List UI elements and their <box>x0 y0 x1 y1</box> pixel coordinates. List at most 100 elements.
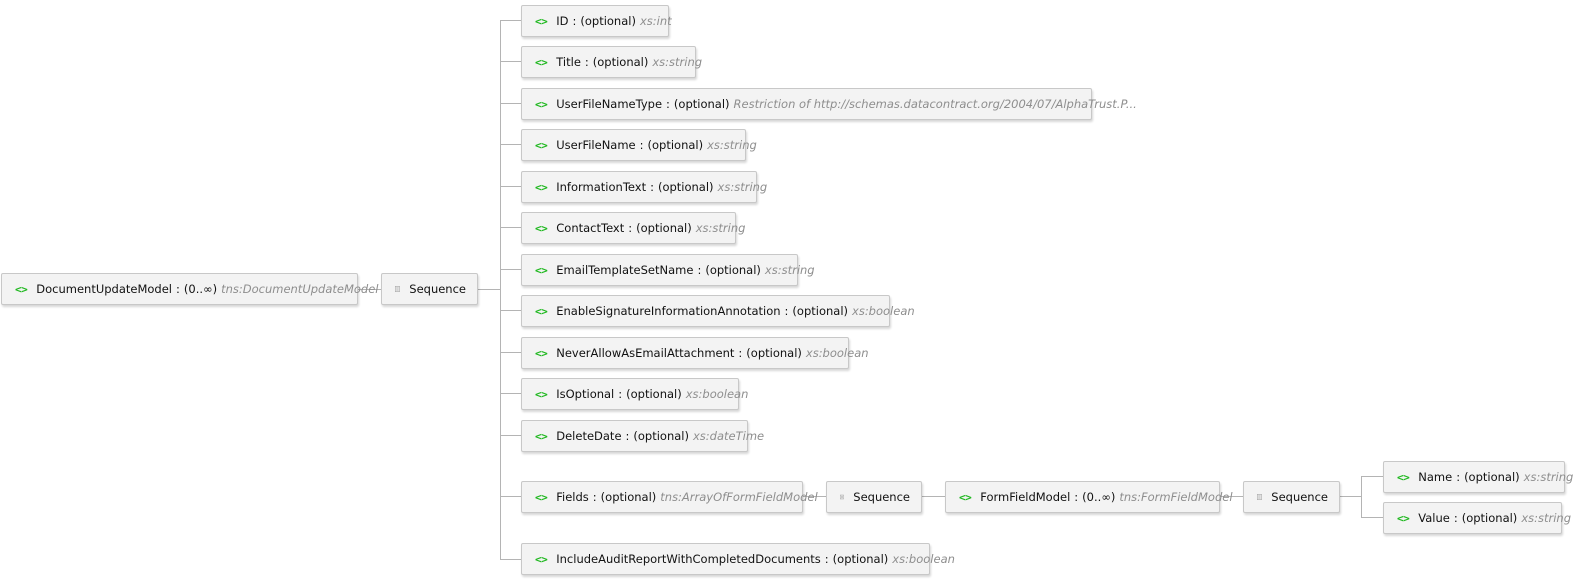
element-name: Title <box>556 55 581 69</box>
separator: : <box>1453 511 1458 525</box>
element-icon: <> <box>535 180 548 194</box>
sequence-node[interactable]: Sequence <box>381 273 478 305</box>
occurrence: (optional) <box>647 138 704 152</box>
occurrence: (optional) <box>705 263 761 277</box>
separator: : <box>1456 470 1461 484</box>
element-type: tns:ArrayOfFormFieldModel <box>660 490 818 504</box>
formfieldmodel-element-node[interactable]: <> FormFieldModel : (0..∞) tns:FormField… <box>945 481 1233 513</box>
separator: : <box>784 304 789 318</box>
element-node-userfilename[interactable]: <> UserFileName : (optional) xs:string <box>521 129 757 161</box>
occurrence: (optional) <box>1461 511 1518 525</box>
occurrence: (optional) <box>626 387 682 401</box>
occurrence: (0..∞) <box>183 282 218 296</box>
element-type: Restriction of http://schemas.datacontra… <box>733 97 1137 111</box>
element-name: EmailTemplateSetName <box>556 263 694 277</box>
sequence-label: Sequence <box>409 282 466 296</box>
element-icon: <> <box>535 14 548 28</box>
occurrence: (optional) <box>600 490 657 504</box>
separator: : <box>639 138 644 152</box>
element-name: InformationText <box>556 180 647 194</box>
separator: : <box>697 263 702 277</box>
element-name: FormFieldModel <box>980 490 1071 504</box>
element-type: xs:string <box>1521 511 1571 525</box>
element-name: DeleteDate <box>556 429 622 443</box>
element-node-contacttext[interactable]: <> ContactText : (optional) xs:string <box>521 212 745 244</box>
element-type: xs:string <box>695 221 746 235</box>
root-element-node[interactable]: <> DocumentUpdateModel : (0..∞) tns:Docu… <box>1 273 379 305</box>
occurrence: (0..∞) <box>1082 490 1116 504</box>
separator: : <box>618 387 623 401</box>
element-icon: <> <box>535 387 548 401</box>
element-node-deletedate[interactable]: <> DeleteDate : (optional) xs:dateTime <box>521 420 764 452</box>
occurrence: (optional) <box>792 304 849 318</box>
occurrence: (optional) <box>673 97 730 111</box>
element-type: xs:string <box>652 55 703 69</box>
element-type: xs:int <box>639 14 672 28</box>
occurrence: (optional) <box>580 14 636 28</box>
sequence-label: Sequence <box>853 490 910 504</box>
element-type: tns:FormFieldModel <box>1119 490 1233 504</box>
separator: : <box>628 221 633 235</box>
element-node-name[interactable]: <> Name : (optional) xs:string <box>1383 461 1573 493</box>
element-node-title[interactable]: <> Title : (optional) xs:string <box>521 46 702 78</box>
element-name: Name <box>1418 470 1453 484</box>
separator: : <box>625 429 630 443</box>
sequence-icon <box>1257 494 1262 500</box>
element-icon: <> <box>535 429 548 443</box>
element-icon: <> <box>15 282 28 296</box>
element-icon: <> <box>535 55 548 69</box>
element-name: DocumentUpdateModel <box>36 282 173 296</box>
separator: : <box>650 180 654 194</box>
element-name: UserFileNameType <box>556 97 663 111</box>
element-node-userfilenametype[interactable]: <> UserFileNameType : (optional) Restric… <box>521 88 1137 120</box>
element-icon: <> <box>1397 511 1410 525</box>
element-icon: <> <box>1397 470 1410 484</box>
element-icon: <> <box>535 221 548 235</box>
element-icon: <> <box>535 552 548 566</box>
element-icon: <> <box>535 304 548 318</box>
element-icon: <> <box>535 490 548 504</box>
occurrence: (optional) <box>1464 470 1520 484</box>
element-name: IsOptional <box>556 387 615 401</box>
element-node-isoptional[interactable]: <> IsOptional : (optional) xs:boolean <box>521 378 748 410</box>
fields-sequence-node[interactable]: Sequence <box>826 481 922 513</box>
element-icon: <> <box>535 346 548 360</box>
element-name: ID <box>556 14 569 28</box>
separator: : <box>738 346 743 360</box>
occurrence: (optional) <box>633 429 689 443</box>
element-type: xs:boolean <box>892 552 955 566</box>
element-type: xs:boolean <box>805 346 869 360</box>
sequence-label: Sequence <box>1271 490 1328 504</box>
element-icon: <> <box>535 263 548 277</box>
element-node-value[interactable]: <> Value : (optional) xs:string <box>1383 502 1571 534</box>
element-type: tns:DocumentUpdateModel <box>221 282 379 296</box>
occurrence: (optional) <box>657 180 714 194</box>
separator: : <box>824 552 829 566</box>
element-type: xs:boolean <box>852 304 915 318</box>
formfieldmodel-sequence-node[interactable]: Sequence <box>1243 481 1340 513</box>
element-node-neverallowasemailattachment[interactable]: <> NeverAllowAsEmailAttachment : (option… <box>521 337 869 369</box>
element-node-enablesignatureinformationannotation[interactable]: <> EnableSignatureInformationAnnotation … <box>521 295 915 327</box>
separator: : <box>176 282 180 296</box>
occurrence: (optional) <box>746 346 802 360</box>
occurrence: (optional) <box>592 55 649 69</box>
element-name: ContactText <box>556 221 625 235</box>
separator: : <box>592 490 597 504</box>
element-type: xs:string <box>1523 470 1574 484</box>
occurrence: (optional) <box>636 221 692 235</box>
element-node-includeauditreportwithcompleteddocuments[interactable]: <> IncludeAuditReportWithCompletedDocume… <box>521 543 955 575</box>
element-icon: <> <box>535 138 548 152</box>
element-node-fields[interactable]: <> Fields : (optional) tns:ArrayOfFormFi… <box>521 481 818 513</box>
occurrence: (optional) <box>832 552 889 566</box>
separator: : <box>1074 490 1079 504</box>
element-node-informationtext[interactable]: <> InformationText : (optional) xs:strin… <box>521 171 767 203</box>
sequence-icon <box>395 286 400 292</box>
element-node-emailtemplatesetname[interactable]: <> EmailTemplateSetName : (optional) xs:… <box>521 254 815 286</box>
element-type: xs:string <box>764 263 815 277</box>
sequence-icon <box>840 494 844 500</box>
element-type: xs:boolean <box>685 387 749 401</box>
element-name: UserFileName <box>556 138 636 152</box>
element-node-id[interactable]: <> ID : (optional) xs:int <box>521 5 672 37</box>
